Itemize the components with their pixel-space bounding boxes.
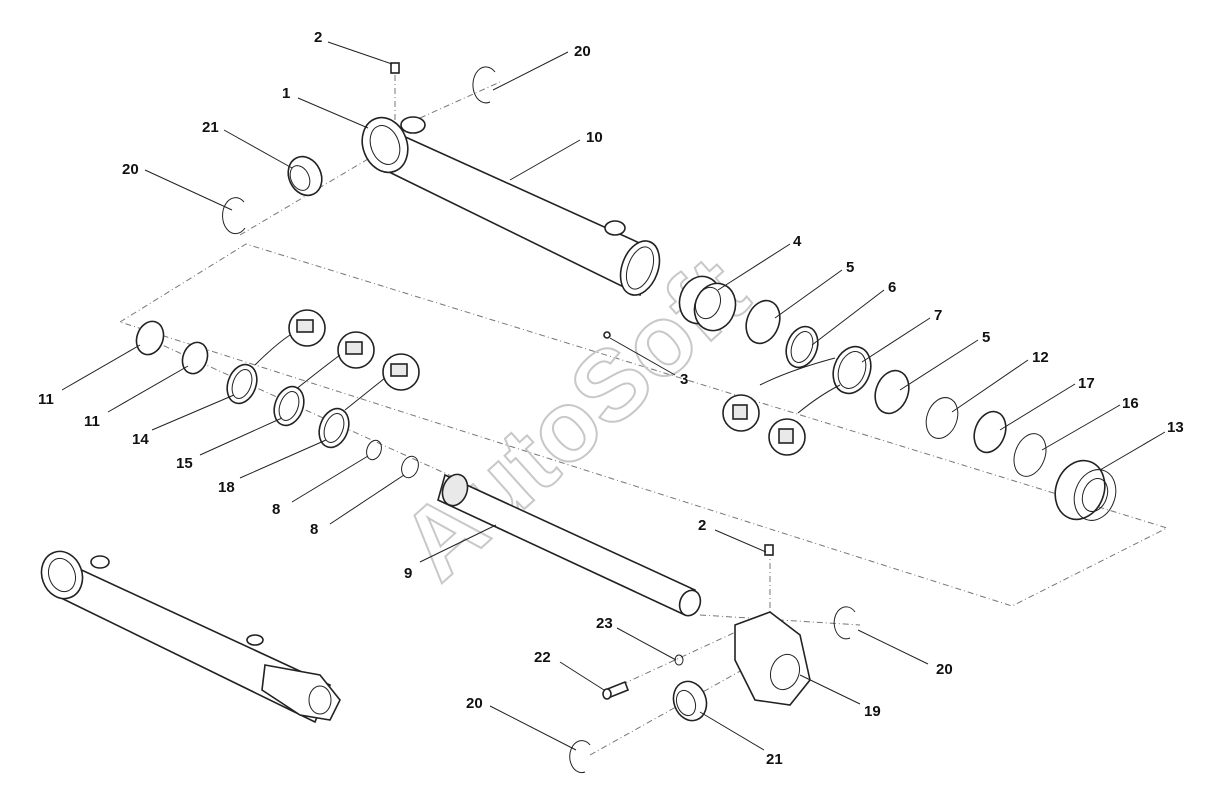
- seal-14: [226, 363, 258, 405]
- callout-20-bottom: 20: [466, 695, 483, 712]
- snap-ring-bottom: [569, 740, 591, 774]
- callout-16: 16: [1122, 395, 1139, 412]
- callout-8a: 8: [272, 501, 280, 518]
- snap-ring-right: [833, 606, 856, 640]
- callout-12: 12: [1032, 349, 1049, 366]
- callout-4: 4: [793, 233, 802, 250]
- axis-line: [419, 81, 501, 119]
- callout-8b: 8: [310, 521, 318, 538]
- callout-7: 7: [934, 307, 942, 324]
- cylinder-barrel: [361, 116, 661, 297]
- wiper-11a: [135, 320, 165, 356]
- callout-20-left: 20: [122, 161, 139, 178]
- seal-18: [318, 407, 350, 449]
- callout-labels: 1 2 2 3 4 5 5 6 7 8 8 9 10 11 11 12 13 1…: [38, 29, 1184, 768]
- callout-1: 1: [282, 85, 290, 102]
- o-ring-12: [925, 397, 959, 439]
- grease-nipple-top: [390, 62, 400, 74]
- callout-5b: 5: [982, 329, 990, 346]
- callout-11b: 11: [84, 413, 100, 430]
- seal-7: [832, 345, 872, 395]
- callout-10: 10: [586, 129, 603, 146]
- seal-17: [973, 410, 1007, 454]
- rod-eye: [734, 544, 811, 706]
- seal-6: [785, 325, 819, 369]
- spherical-bearing-top: [287, 155, 323, 197]
- callout-19: 19: [864, 703, 881, 720]
- seal-15: [273, 385, 305, 427]
- seal-5a: [745, 299, 781, 345]
- callout-15: 15: [176, 455, 193, 472]
- callout-5a: 5: [846, 259, 854, 276]
- callout-9: 9: [404, 565, 412, 582]
- o-ring-8b: [401, 455, 419, 479]
- axis-line: [609, 629, 741, 691]
- grease-nipple-bottom: [764, 544, 774, 556]
- callout-2-top: 2: [314, 29, 322, 46]
- piston: [678, 275, 737, 332]
- leader-lines: [61, 41, 1166, 751]
- callout-21-bottom: 21: [766, 751, 783, 768]
- o-ring-8a: [366, 439, 382, 461]
- bolt-22: [602, 680, 630, 700]
- callout-17: 17: [1078, 375, 1095, 392]
- snap-ring-left: [222, 197, 246, 235]
- seal-5b: [874, 369, 910, 415]
- callout-20-right: 20: [936, 661, 953, 678]
- piston-rod: [437, 473, 702, 617]
- callout-22: 22: [534, 649, 551, 666]
- callout-18: 18: [218, 479, 235, 496]
- callout-23: 23: [596, 615, 613, 632]
- assembled-cylinder-view: [40, 550, 341, 724]
- callout-21-top: 21: [202, 119, 219, 136]
- washer-23: [674, 654, 684, 666]
- gland-nut: [1054, 459, 1117, 521]
- snap-ring-top: [472, 66, 496, 104]
- o-ring-16: [1013, 433, 1047, 477]
- callout-3: 3: [680, 371, 688, 388]
- seal-detail-icons: [254, 309, 841, 456]
- pin-3: [603, 331, 611, 339]
- callout-6: 6: [888, 279, 896, 296]
- callout-13: 13: [1167, 419, 1184, 436]
- callout-2-bottom: 2: [698, 517, 706, 534]
- callout-14: 14: [132, 431, 149, 448]
- callout-20-top: 20: [574, 43, 591, 60]
- spherical-bearing-bottom: [672, 680, 708, 722]
- wiper-11b: [181, 341, 209, 375]
- callout-11a: 11: [38, 391, 54, 408]
